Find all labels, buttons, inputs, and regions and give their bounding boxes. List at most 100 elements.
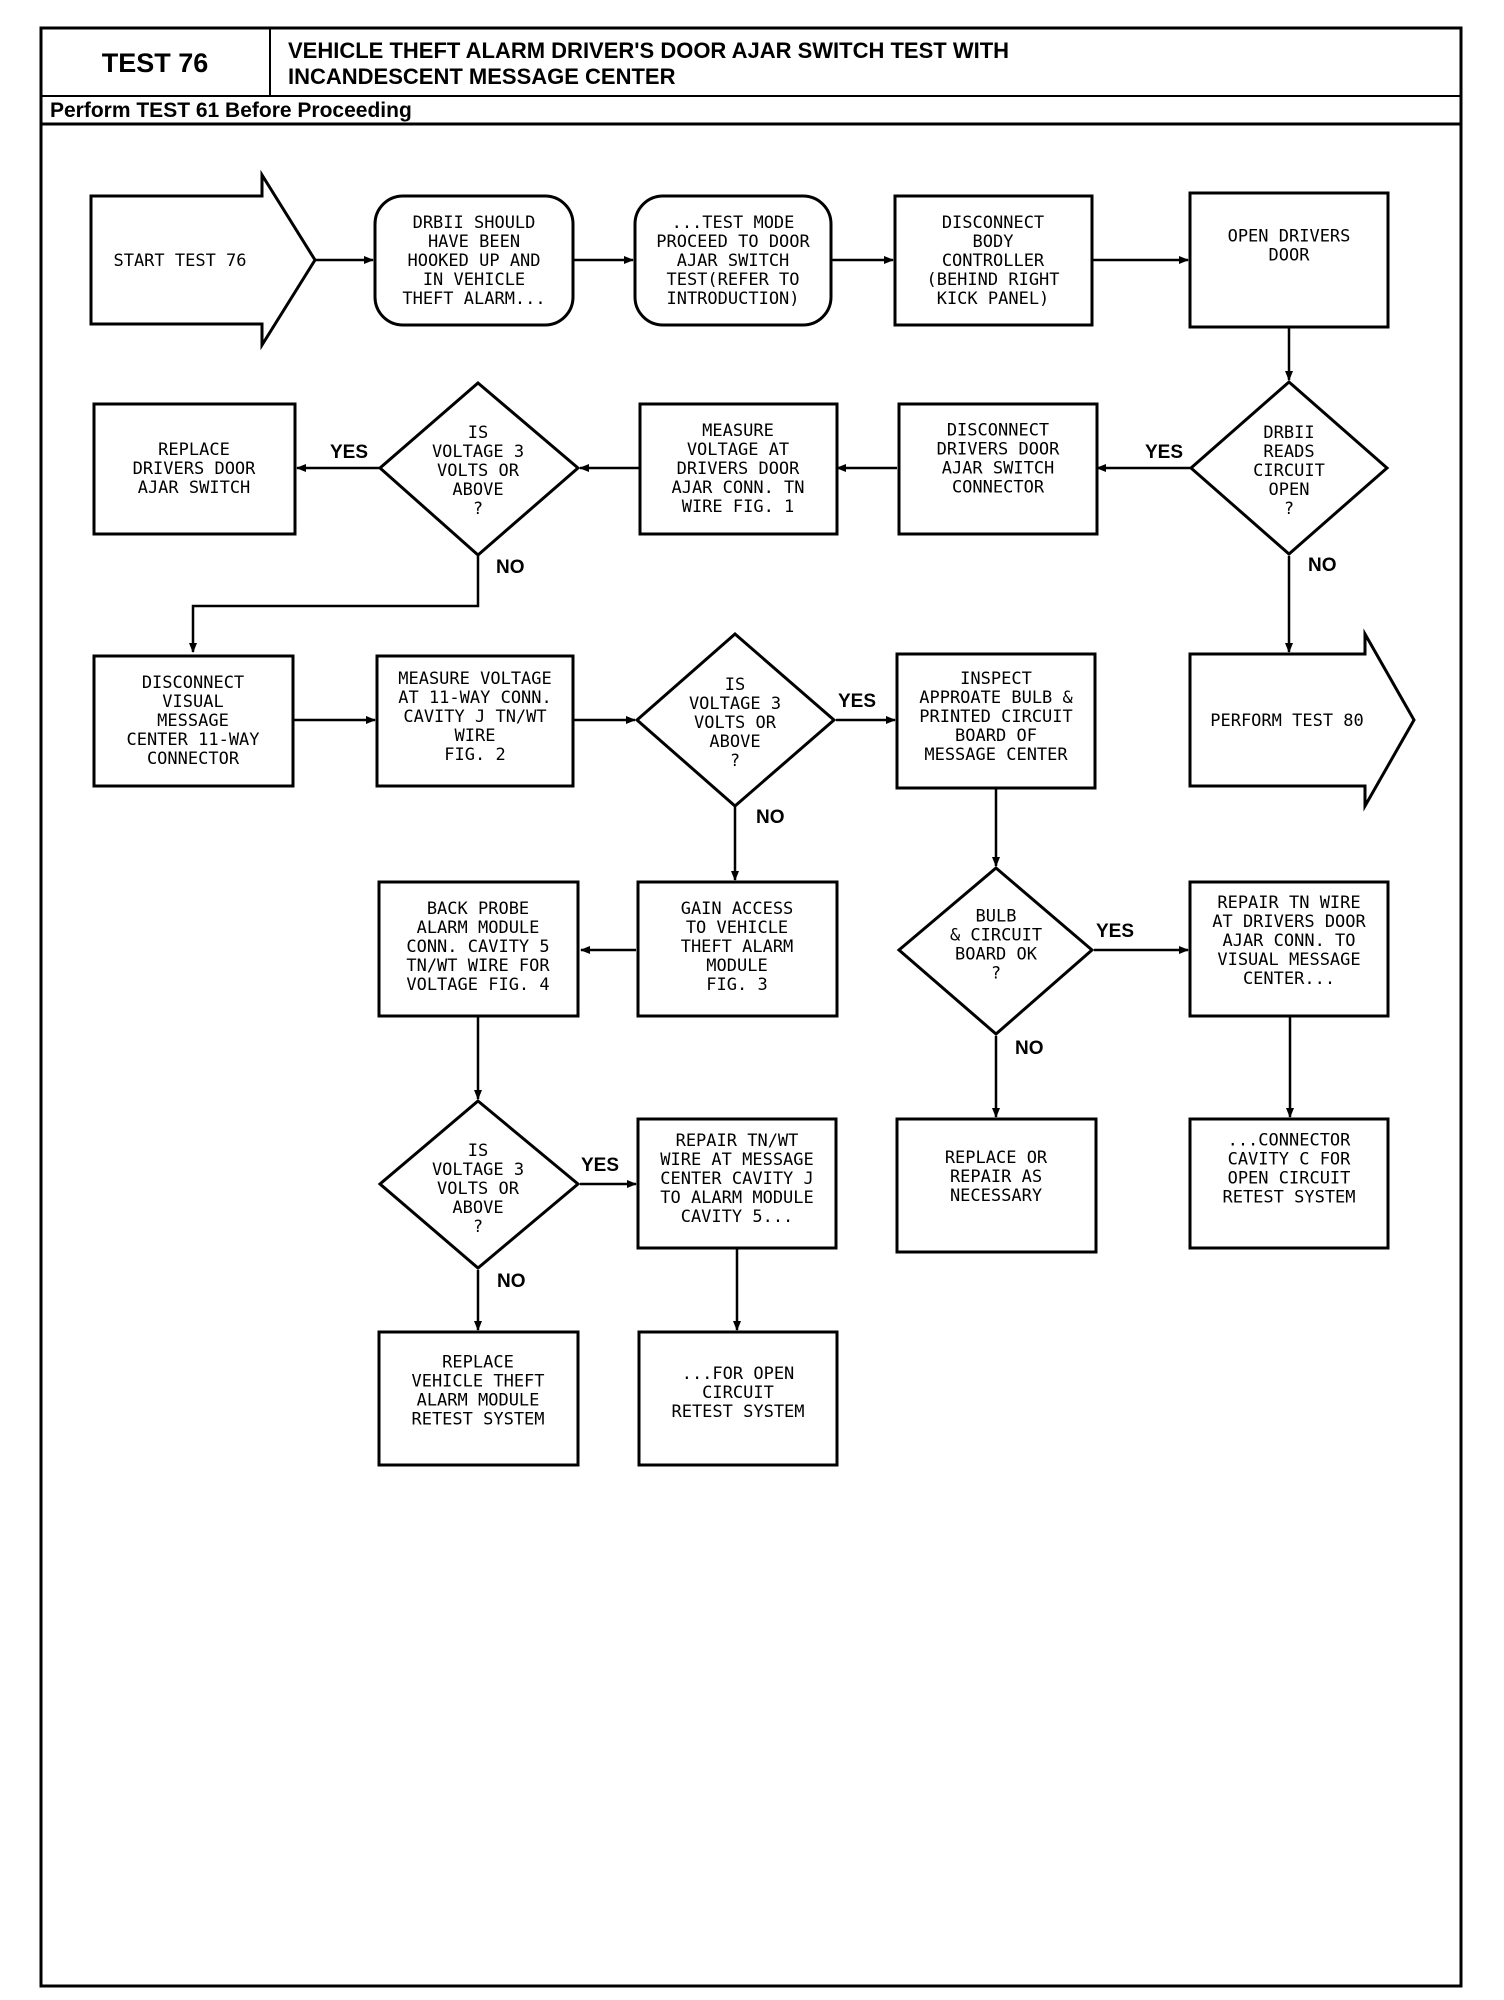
label-no-voltage1: NO <box>496 557 525 578</box>
node-label-line: ? <box>473 1217 483 1237</box>
node-label-line: ? <box>991 964 1001 984</box>
node-label-line: ...TEST MODE <box>672 213 795 233</box>
node-label-line: VOLTS OR <box>437 1179 520 1199</box>
node-label-line: CIRCUIT <box>1253 461 1325 481</box>
label-yes-voltage1: YES <box>330 442 368 463</box>
node-label-line: VISUAL <box>162 692 223 712</box>
node-label-line: WIRE AT MESSAGE <box>660 1150 814 1170</box>
node-label-line: KICK PANEL) <box>937 289 1050 309</box>
page-border <box>39 26 1463 1988</box>
node-label-line: ABOVE <box>709 732 760 752</box>
node-label-line: CIRCUIT <box>702 1383 774 1403</box>
node-label-line: VISUAL MESSAGE <box>1217 950 1360 970</box>
node-label-line: MEASURE VOLTAGE <box>398 669 552 689</box>
node-label-line: IS <box>725 675 745 695</box>
node-label-line: ? <box>473 499 483 519</box>
node-label-line: AJAR CONN. TO <box>1222 931 1355 951</box>
label-yes-voltage2: YES <box>838 691 876 712</box>
node-label-line: DRIVERS DOOR <box>677 459 801 479</box>
node-label-line: THEFT ALARM... <box>402 289 545 309</box>
test-number-label: TEST 76 <box>102 48 209 78</box>
node-label-line: NECESSARY <box>950 1186 1042 1206</box>
node-label-line: PROCEED TO DOOR <box>656 232 810 252</box>
node-label-line: VOLTAGE 3 <box>689 694 781 714</box>
node-label-line: OPEN DRIVERS <box>1228 227 1351 247</box>
node-label-line: AJAR CONN. TN <box>671 478 804 498</box>
node-label-line: CENTER 11-WAY <box>126 730 259 750</box>
node-label-line: DOOR <box>1269 246 1311 266</box>
node-label-line: VOLTS OR <box>437 461 520 481</box>
node-label-line: CONN. CAVITY 5 <box>406 937 549 957</box>
node-label-line: DISCONNECT <box>947 421 1049 441</box>
node-label-line: AJAR SWITCH <box>138 478 251 498</box>
node-label-line: APPROATE BULB & <box>919 688 1073 708</box>
label-no-voltage2: NO <box>756 807 785 828</box>
node-label-line: VOLTAGE AT <box>687 440 789 460</box>
label-yes-drbii: YES <box>1145 442 1183 463</box>
node-label-line: DISCONNECT <box>142 673 244 693</box>
node-label-line: TN/WT WIRE FOR <box>406 956 550 976</box>
node-label-line: ABOVE <box>452 1198 503 1218</box>
node-label-line: & CIRCUIT <box>950 926 1042 946</box>
node-label-line: VOLTAGE 3 <box>432 1160 524 1180</box>
node-label-line: ? <box>730 751 740 771</box>
node-label-line: WIRE <box>455 726 496 746</box>
node-label-line: REPLACE <box>442 1353 514 1373</box>
node-label-line: MODULE <box>706 956 767 976</box>
connector-lines <box>189 256 1294 1331</box>
node-label-line: OPEN <box>1269 480 1310 500</box>
node-label-line: ALARM MODULE <box>417 918 540 938</box>
node-label-line: RETEST SYSTEM <box>411 1410 544 1430</box>
node-label-line: READS <box>1263 442 1314 462</box>
page-title-line2: INCANDESCENT MESSAGE CENTER <box>288 64 676 89</box>
node-label-line: MESSAGE CENTER <box>924 745 1068 765</box>
node-label-line: REPAIR TN/WT <box>676 1131 799 1151</box>
node-label-line: REPAIR AS <box>950 1167 1042 1187</box>
node-label-line: CAVITY J TN/WT <box>403 707 546 727</box>
node-label-line: AJAR SWITCH <box>677 251 790 271</box>
node-label-line: DISCONNECT <box>942 213 1044 233</box>
node-label-line: THEFT ALARM <box>681 937 794 957</box>
node-label-line: IS <box>468 423 488 443</box>
node-label-line: (BEHIND RIGHT <box>926 270 1059 290</box>
label-no-voltage3: NO <box>497 1271 526 1292</box>
node-label-line: VOLTAGE FIG. 4 <box>406 975 549 995</box>
node-label-line: RETEST SYSTEM <box>671 1402 804 1422</box>
node-label-line: TO ALARM MODULE <box>660 1188 814 1208</box>
node-label-line: BOARD OF <box>955 726 1037 746</box>
node-label-line: HAVE BEEN <box>428 232 520 252</box>
node-label-line: BODY <box>973 232 1014 252</box>
node-label-line: REPLACE <box>158 440 230 460</box>
node-label-line: DRIVERS DOOR <box>937 440 1061 460</box>
node-label-line: CONNECTOR <box>147 749 240 769</box>
node-label-line: FIG. 2 <box>444 745 505 765</box>
label-yes-bulb: YES <box>1096 921 1134 942</box>
node-label-line: CAVITY C FOR <box>1228 1150 1352 1170</box>
node-label-line: DRBII <box>1263 423 1314 443</box>
node-label-line: CONTROLLER <box>942 251 1045 271</box>
node-label-line: INTRODUCTION) <box>666 289 799 309</box>
node-label-line: MESSAGE <box>157 711 229 731</box>
node-label-line: CAVITY 5... <box>681 1207 794 1227</box>
node-label-line: ALARM MODULE <box>417 1391 540 1411</box>
page-subtitle: Perform TEST 61 Before Proceeding <box>50 99 412 122</box>
node-label-line: HOOKED UP AND <box>407 251 540 271</box>
label-no-bulb: NO <box>1015 1038 1044 1059</box>
node-label-line: VOLTAGE 3 <box>432 442 524 462</box>
node-label-line: CENTER... <box>1243 969 1335 989</box>
label-yes-voltage3: YES <box>581 1155 619 1176</box>
node-label-line: BACK PROBE <box>427 899 529 919</box>
